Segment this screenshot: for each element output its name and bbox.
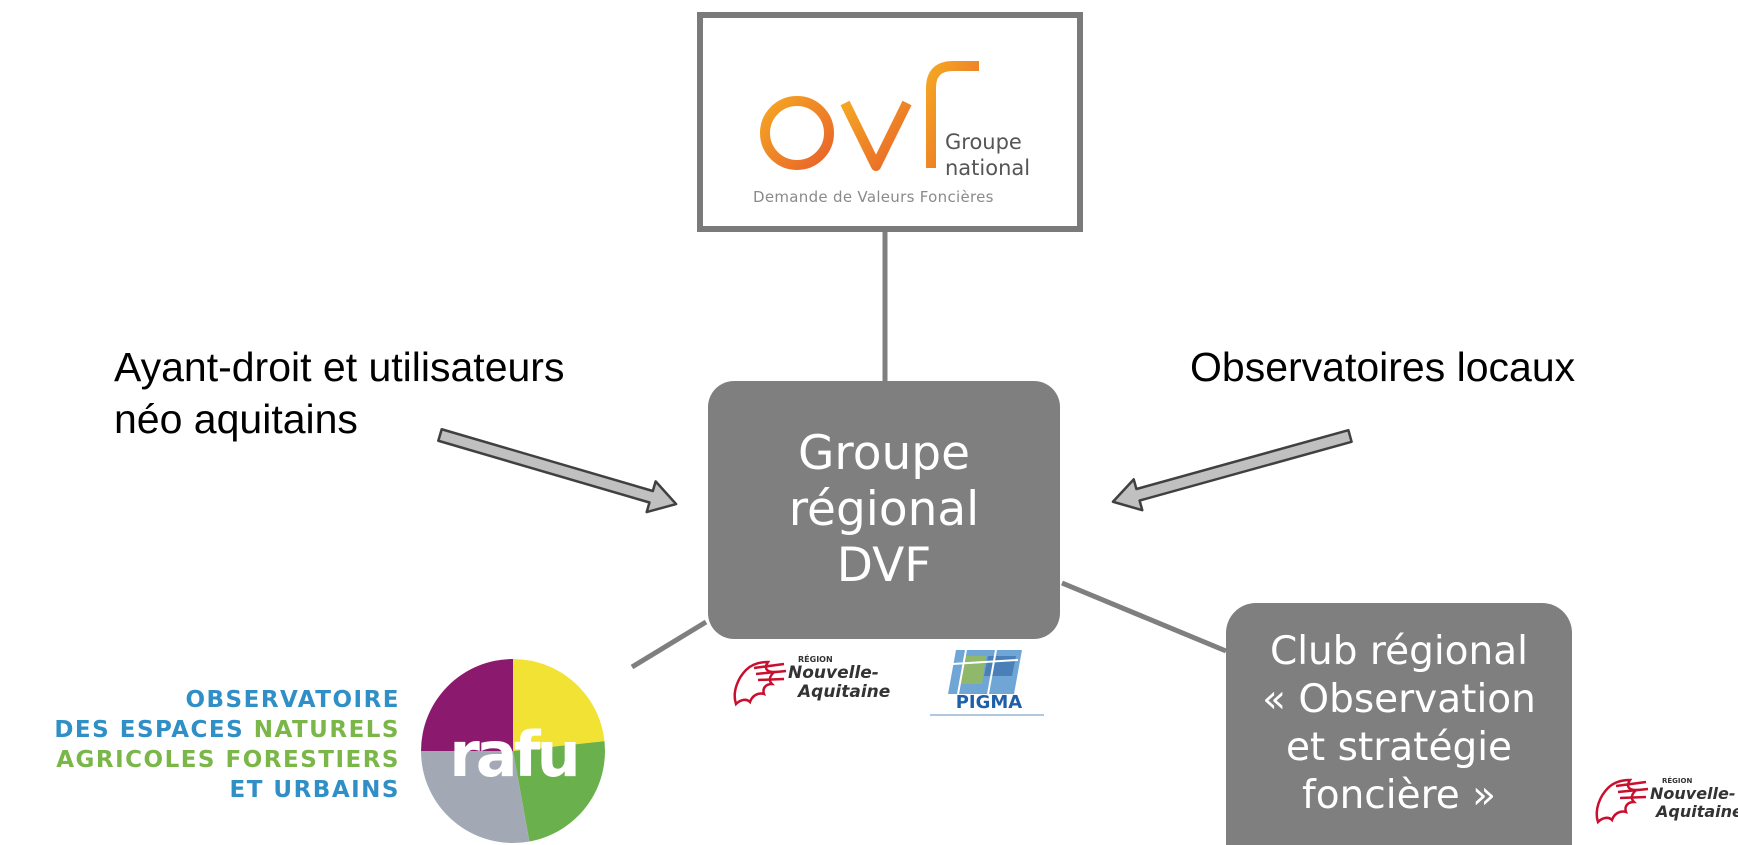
- central-node-line3: DVF: [836, 538, 932, 593]
- pigma-emblem: [930, 649, 1044, 716]
- right-label-line1: Observatoires locaux: [1190, 344, 1576, 390]
- central-node-line1: Groupe: [797, 426, 970, 481]
- arrow-right-to-central: [1111, 428, 1353, 512]
- pigma-logo: PIGMA: [926, 646, 1048, 718]
- dvf-groupe-line1: Groupe: [945, 130, 1022, 154]
- region-lion-icon: [733, 660, 787, 707]
- observatoire-line4: ET URBAINS: [229, 777, 400, 803]
- club-node-line1: Club régional: [1269, 629, 1528, 674]
- region-name-2-line2: Aquitaine: [1656, 802, 1738, 821]
- club-node-line2: « Observation: [1262, 677, 1536, 722]
- club-node-line3: et stratégie: [1285, 725, 1513, 770]
- observatoire-line2: DES ESPACES NATURELS: [54, 715, 400, 745]
- left-label-line1: Ayant-droit et utilisateurs: [114, 344, 565, 390]
- club-node-line4: foncière »: [1301, 773, 1496, 818]
- central-node-line2: régional: [788, 482, 980, 537]
- observatoire-line2-b: ESPACES: [119, 717, 245, 743]
- arrow-left-to-central: [437, 427, 678, 514]
- connector-central-observatoire: [630, 619, 708, 670]
- observatoire-logo-text: OBSERVATOIRE DES ESPACES NATURELS AGRICO…: [54, 685, 400, 805]
- left-label: Ayant-droit et utilisateurs néo aquitain…: [114, 341, 564, 445]
- region-small-caption-1: RÉGION: [798, 655, 833, 664]
- region-name-line1: Nouvelle-: [788, 663, 879, 683]
- dvf-national-logo-box: Groupe national Demande de Valeurs Fonci…: [697, 12, 1083, 232]
- region-nouvelle-aquitaine-logo-2: RÉGION Nouvelle- Aquitaine: [1590, 770, 1738, 830]
- club-regional-node: Club régional « Observation et stratégie…: [1226, 603, 1572, 845]
- observatoire-line2-c: NATURELS: [244, 717, 400, 743]
- region-name-1: Nouvelle- Aquitaine: [788, 664, 890, 702]
- right-label: Observatoires locaux: [1190, 341, 1575, 393]
- region-nouvelle-aquitaine-logo-1: RÉGION Nouvelle- Aquitaine: [728, 652, 890, 712]
- observatoire-line1: OBSERVATOIRE: [185, 687, 400, 713]
- region-name-2-line1: Nouvelle-: [1650, 784, 1736, 803]
- dvf-subtitle: Demande de Valeurs Foncières: [753, 188, 994, 206]
- dvf-groupe-national-text: Groupe national: [945, 129, 1030, 181]
- rafu-logo-text: rafu: [449, 718, 577, 791]
- connector-central-club: [1061, 580, 1227, 654]
- region-small-caption-2: RÉGION: [1662, 777, 1693, 785]
- rafu-logo: rafu: [421, 659, 605, 843]
- region-lion-icon-2: [1595, 778, 1649, 825]
- pigma-text: PIGMA: [955, 692, 1023, 713]
- left-label-line2: néo aquitains: [114, 396, 358, 442]
- observatoire-line2-a: DES: [54, 717, 120, 743]
- observatoire-line3: AGRICOLES FORESTIERS: [56, 747, 400, 773]
- region-name-2: Nouvelle- Aquitaine: [1650, 785, 1738, 821]
- dvf-wordmark-logo: [760, 61, 979, 171]
- central-node-groupe-regional: Groupe régional DVF: [708, 381, 1060, 639]
- dvf-groupe-line2: national: [945, 156, 1031, 180]
- region-name-line2: Aquitaine: [798, 682, 891, 702]
